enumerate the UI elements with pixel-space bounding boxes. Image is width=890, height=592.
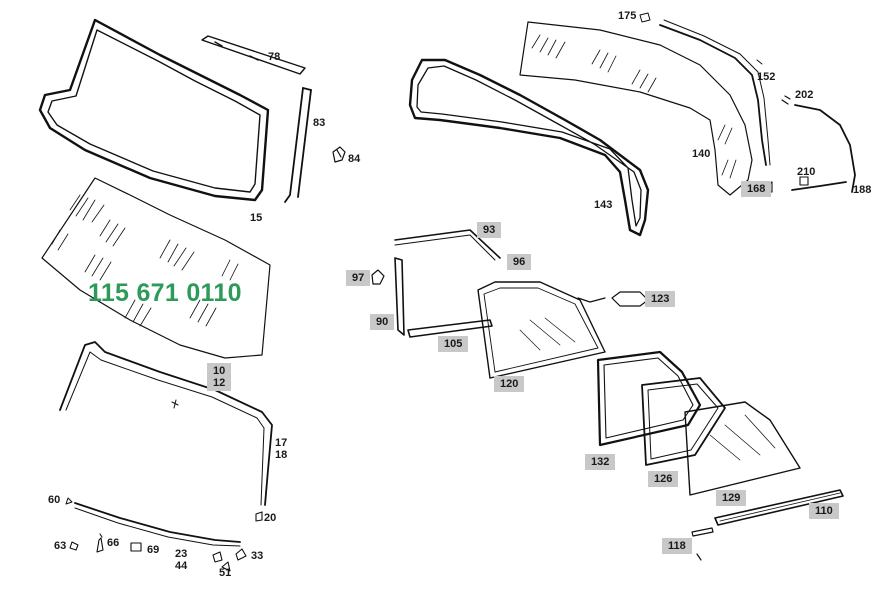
pillar-seal-83 — [284, 87, 312, 203]
label-129: 129 — [716, 490, 747, 506]
label-66: 66 — [107, 537, 120, 549]
label-123: 123 — [645, 291, 676, 307]
door-window-guide-93 — [394, 229, 501, 261]
label-84: 84 — [348, 153, 361, 165]
label-93: 93 — [477, 222, 502, 238]
quarter-glass-129 — [684, 401, 801, 496]
label-60: 60 — [48, 494, 61, 506]
quarter-frame-126 — [641, 377, 726, 466]
label-10-12: 10 12 — [207, 363, 232, 391]
label-202: 202 — [795, 89, 814, 101]
sill-strip-110 — [714, 489, 844, 526]
windshield-glass — [41, 177, 271, 359]
label-83: 83 — [313, 117, 326, 129]
label-18: 18 — [275, 449, 288, 461]
label-63: 63 — [54, 540, 67, 552]
label-188: 188 — [853, 184, 872, 196]
trim-strip-78 — [201, 35, 306, 75]
label-10: 10 — [213, 365, 226, 377]
clip-118 — [691, 527, 714, 561]
label-96: 96 — [507, 254, 532, 270]
rail-105 — [407, 319, 493, 338]
label-23: 23 — [175, 548, 188, 560]
label-118: 118 — [662, 538, 692, 554]
quarter-frame-132 — [596, 350, 702, 447]
seal-90 — [394, 257, 405, 336]
label-152: 152 — [757, 71, 776, 83]
label-69: 69 — [147, 544, 160, 556]
roof-rail-seal — [639, 12, 771, 166]
label-15: 15 — [250, 212, 263, 224]
label-126: 126 — [648, 471, 679, 487]
regulator-123 — [577, 291, 649, 307]
label-140: 140 — [692, 148, 711, 160]
label-17: 17 — [275, 437, 288, 449]
label-12: 12 — [213, 377, 226, 389]
cap-97 — [371, 269, 385, 285]
label-143: 143 — [594, 199, 613, 211]
label-20: 20 — [264, 512, 277, 524]
label-175: 175 — [618, 10, 637, 22]
part-number: 115 671 0110 — [88, 279, 242, 307]
label-105: 105 — [438, 336, 469, 352]
label-78: 78 — [268, 51, 281, 63]
windshield-molding — [59, 341, 273, 506]
label-210: 210 — [797, 166, 816, 178]
clip-84 — [332, 146, 346, 163]
label-110: 110 — [809, 503, 839, 519]
label-120: 120 — [494, 376, 525, 392]
windshield-seal-frame — [38, 18, 270, 202]
label-44: 44 — [175, 560, 188, 572]
label-51: 51 — [219, 567, 232, 579]
label-17-18: 17 18 — [275, 437, 287, 461]
label-97: 97 — [346, 270, 371, 286]
label-23-44: 23 44 — [175, 548, 187, 572]
rear-window-frame — [408, 58, 650, 237]
label-90: 90 — [370, 314, 395, 330]
lower-strip-60 — [65, 497, 241, 547]
label-33: 33 — [251, 550, 264, 562]
label-132: 132 — [585, 454, 616, 470]
door-glass-120 — [477, 281, 606, 379]
label-168: 168 — [741, 181, 772, 197]
rear-window-glass — [519, 21, 753, 196]
small-parts-bottom-left — [69, 511, 263, 572]
